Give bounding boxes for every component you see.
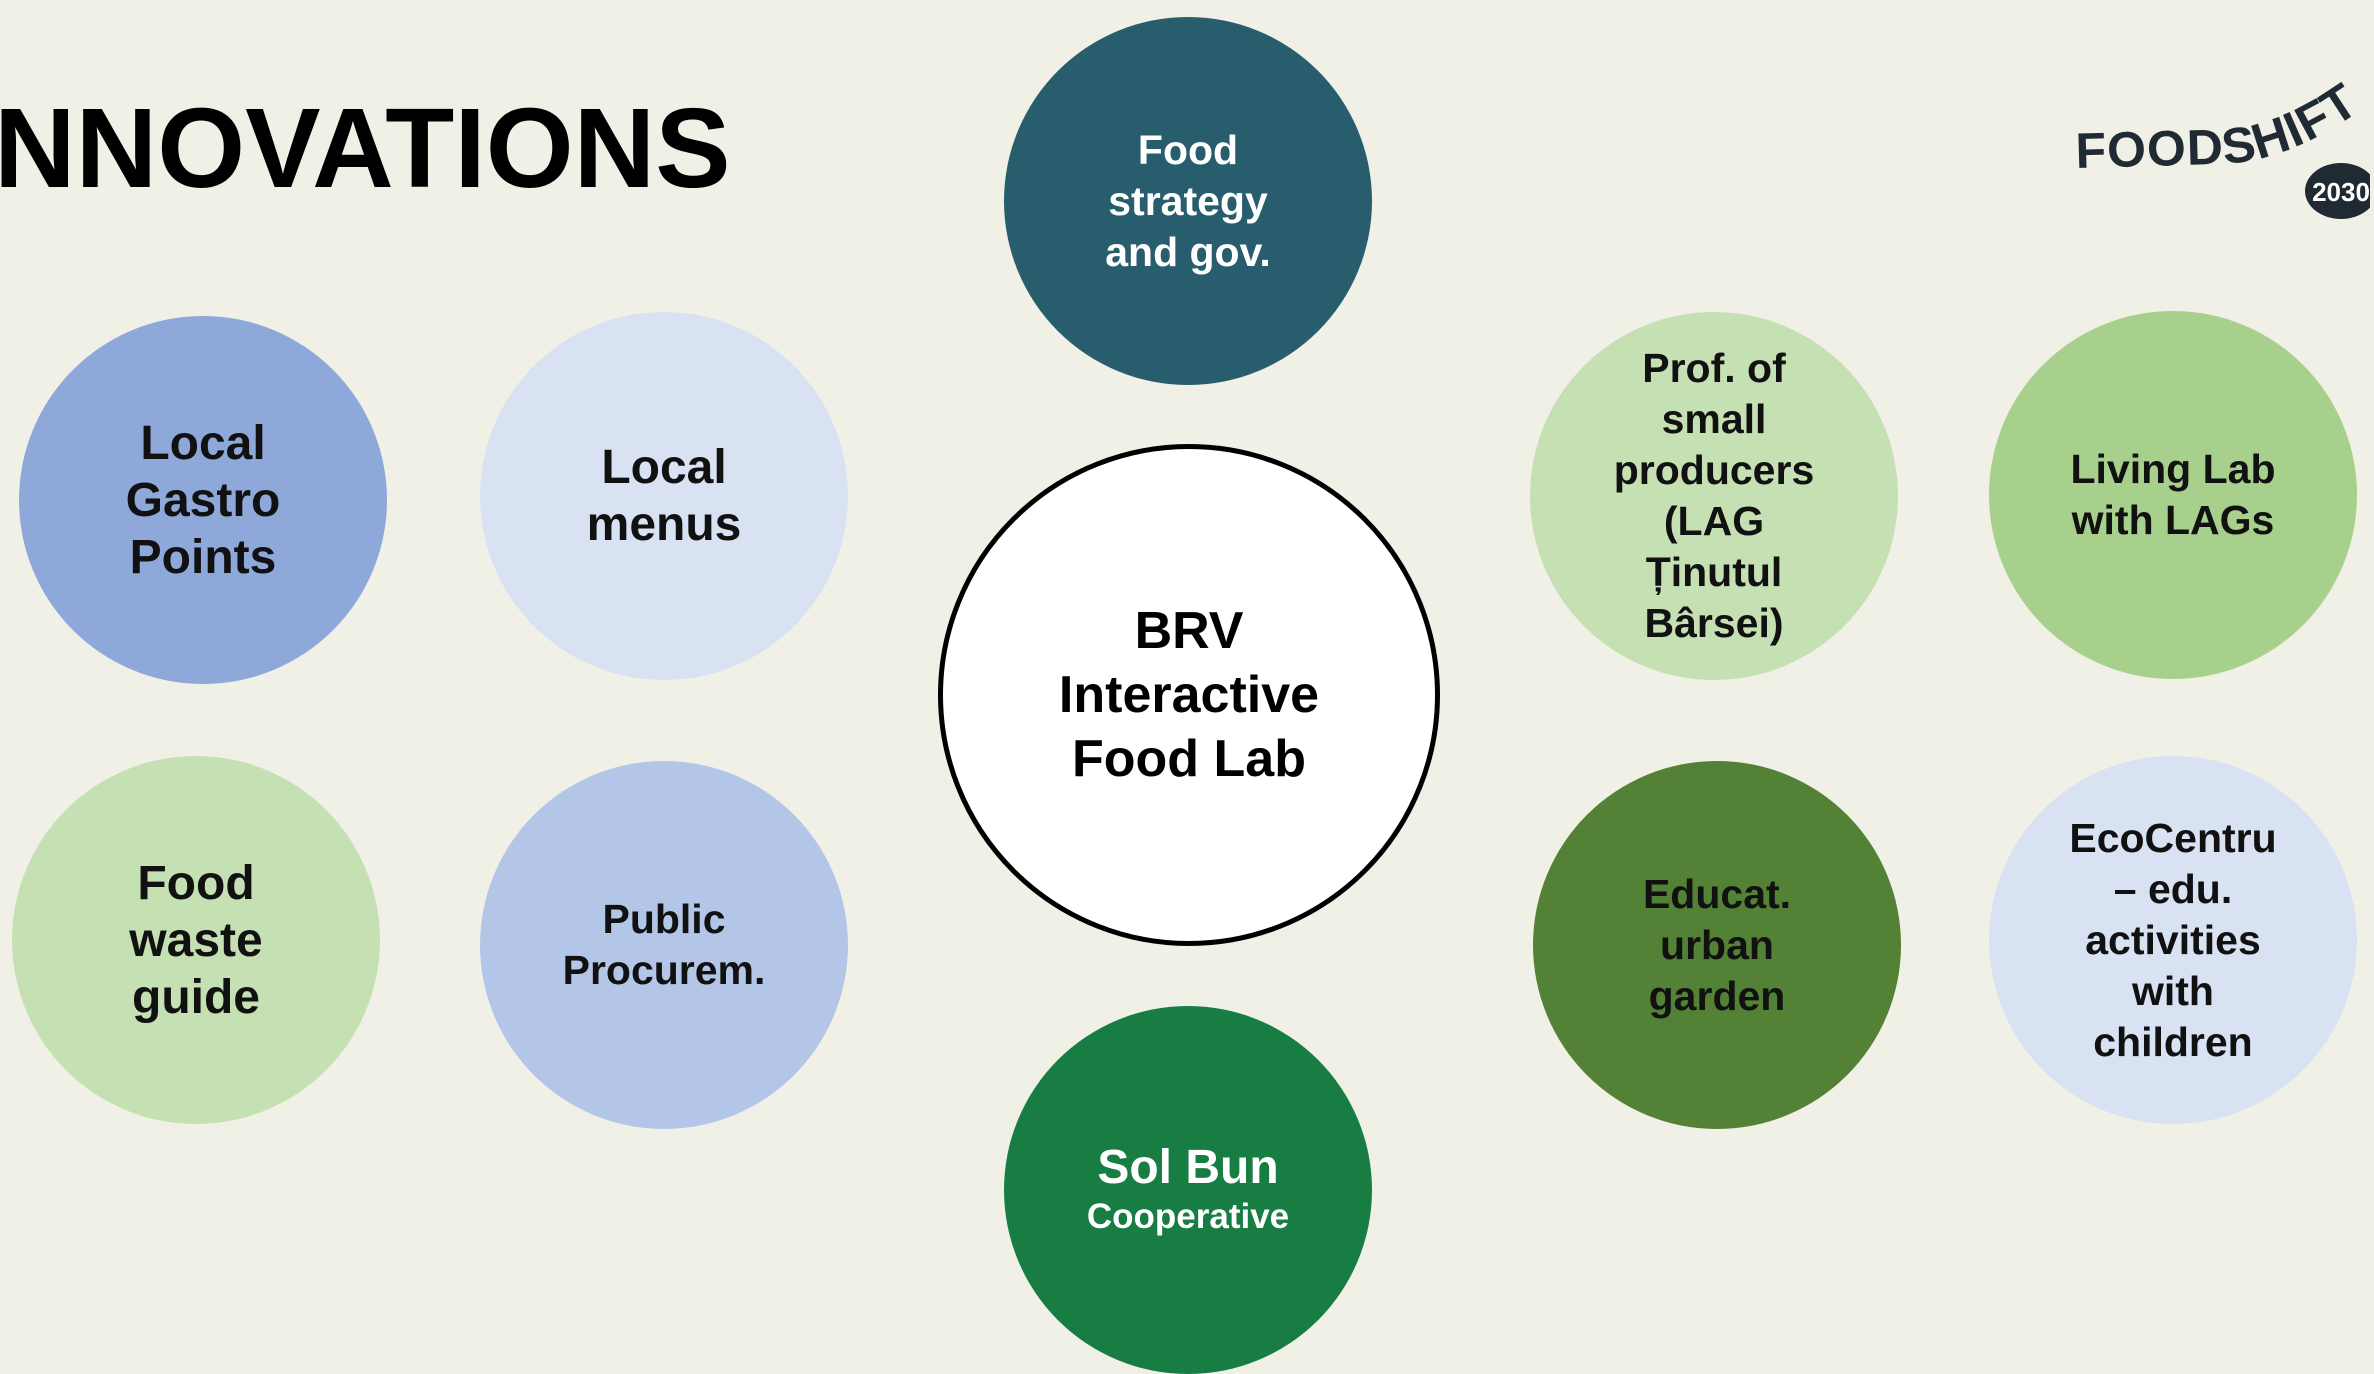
node-local-gastro: Local Gastro Points — [19, 316, 387, 684]
node-public-procurem: Public Procurem. — [480, 761, 848, 1129]
node-prof-small-producers: Prof. of small producers (LAG Ținutul Bâ… — [1530, 312, 1898, 680]
node-educat-garden-label: Educat. urban garden — [1642, 870, 1792, 1019]
node-prof-small-producers-label: Prof. of small producers (LAG Ținutul Bâ… — [1613, 345, 1815, 646]
node-living-lab-label: Living Lab with LAGs — [2070, 446, 2276, 543]
node-local-menus-label: Local menus — [586, 441, 742, 551]
node-sol-bun-label: Sol Bun — [1097, 1141, 1279, 1194]
logo-text: FOODSHIFT — [2075, 80, 2368, 179]
node-food-strategy-label: Food strategy and gov. — [1105, 126, 1271, 275]
node-sol-bun: Sol Bun Cooperative — [1004, 1006, 1372, 1374]
logo-text-path: FOODSHIFT — [2075, 80, 2367, 179]
node-local-menus: Local menus — [480, 312, 848, 680]
node-public-procurem-label: Public Procurem. — [562, 896, 766, 993]
node-food-waste: Food waste guide — [12, 756, 380, 1124]
node-food-strategy: Food strategy and gov. — [1004, 17, 1372, 385]
node-center-label: BRV Interactive Food Lab — [1058, 602, 1320, 788]
logo-badge — [2305, 163, 2370, 219]
node-local-gastro-label: Local Gastro Points — [125, 416, 281, 584]
node-educat-garden: Educat. urban garden — [1533, 761, 1901, 1129]
node-food-waste-label: Food waste guide — [129, 856, 263, 1024]
node-ecocentru-label: EcoCentru – edu. activities with childre… — [2069, 814, 2277, 1065]
page-title: NNOVATIONS — [0, 85, 731, 211]
node-living-lab: Living Lab with LAGs — [1989, 311, 2357, 679]
foodshift-logo: FOODSHIFT 2030 — [2075, 80, 2370, 219]
node-sol-bun-sub: Cooperative — [1086, 1197, 1290, 1236]
node-center-brv: BRV Interactive Food Lab — [938, 444, 1440, 946]
logo-year: 2030 — [2312, 177, 2370, 207]
node-ecocentru: EcoCentru – edu. activities with childre… — [1989, 756, 2357, 1124]
